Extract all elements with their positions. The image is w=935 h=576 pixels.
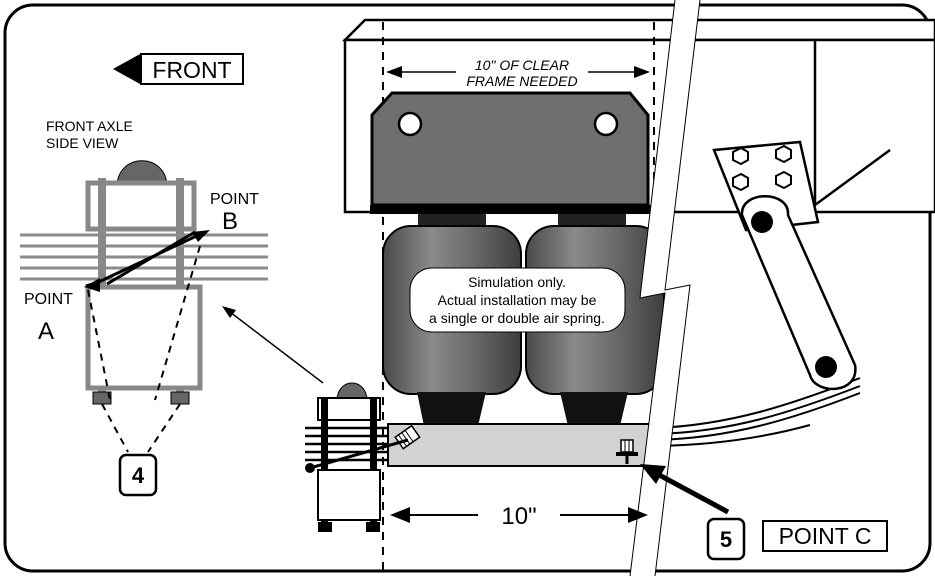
point-a-word: POINT <box>24 291 73 308</box>
front-indicator: FRONT <box>113 53 244 85</box>
detail-leader-arrow <box>222 306 324 384</box>
axle-label-line1: FRONT AXLE <box>46 118 133 134</box>
front-arrow-icon <box>113 54 140 84</box>
nut-right <box>170 391 190 405</box>
bottom-dimension-label: 10" <box>501 503 536 530</box>
spring-hanger <box>712 140 857 391</box>
top-dimension <box>386 66 650 78</box>
simulation-note: Simulation only. Actual installation may… <box>409 267 626 333</box>
callout-4: 4 <box>118 453 158 497</box>
bolt-hole-left <box>397 111 423 137</box>
callout-5: 5 <box>706 517 746 561</box>
front-label-box <box>140 53 244 85</box>
svg-text:POINT C: POINT C <box>779 523 872 549</box>
svg-text:5: 5 <box>720 527 732 552</box>
point-c-label: POINT C <box>762 520 888 552</box>
lower-bracket-box <box>85 284 203 391</box>
bolt-hole-right <box>593 111 619 137</box>
break-line <box>629 0 701 576</box>
point-a-letter: A <box>38 318 54 345</box>
upper-bracket <box>370 91 656 214</box>
point-b-word: POINT <box>210 191 259 208</box>
arrowhead-point-a <box>84 278 100 292</box>
point-b-letter: B <box>222 208 238 235</box>
arrowhead-point-b <box>192 230 210 242</box>
axle-assembly <box>305 382 409 532</box>
hanger-bolt-3 <box>732 172 749 192</box>
svg-text:a single or double air spring.: a single or double air spring. <box>429 310 605 326</box>
front-label: FRONT <box>152 57 231 83</box>
clear-frame-label-line1: 10" OF CLEAR <box>475 57 569 73</box>
point-c-pointer <box>640 464 730 515</box>
projection-dashes <box>87 245 201 453</box>
hanger-bolt-4 <box>775 170 792 190</box>
hanger-bolt-2 <box>775 144 792 164</box>
svg-text:Actual installation may be: Actual installation may be <box>438 292 597 308</box>
leaf-spring-lines <box>20 233 268 281</box>
svg-text:4: 4 <box>132 463 145 488</box>
svg-text:Simulation only.: Simulation only. <box>468 274 566 290</box>
axle-side-view <box>20 160 268 453</box>
clear-frame-label-line2: FRAME NEEDED <box>466 73 577 89</box>
hanger-bolt-1 <box>732 146 749 166</box>
bottom-dimension <box>390 507 648 523</box>
axle-label-line2: SIDE VIEW <box>46 135 119 151</box>
lower-plate <box>387 423 659 467</box>
